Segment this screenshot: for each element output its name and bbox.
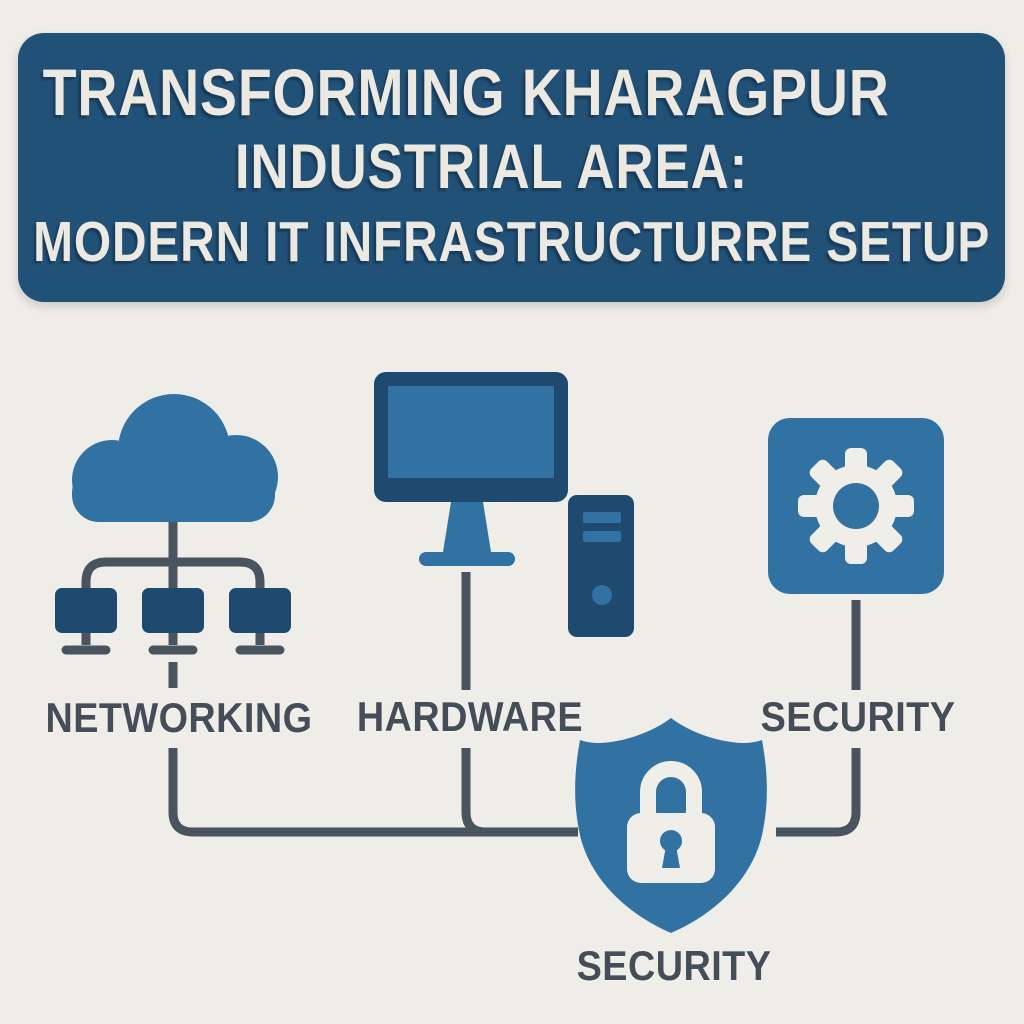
security-hub-label: SECURITY (576, 942, 772, 989)
title-line-1: TRANSFORMING KHARAGPUR (43, 55, 890, 129)
hardware-label: HARDWARE (356, 693, 584, 740)
monitor-screen (388, 386, 554, 478)
security-label: SECURITY (760, 693, 956, 740)
networking-label: NETWORKING (45, 694, 313, 741)
network-node-monitors (55, 588, 291, 633)
cloud-network-icon (55, 394, 291, 633)
keyhole-stem (662, 846, 680, 868)
title-banner: TRANSFORMING KHARAGPUR INDUSTRIAL AREA: … (18, 33, 1005, 302)
padlock-shackle (640, 761, 702, 818)
security-rail-line (776, 748, 861, 837)
title-line-2: INDUSTRIAL AREA: (234, 132, 749, 202)
tower-power-button (592, 585, 612, 605)
pc-tower (568, 495, 634, 637)
network-branch-line (81, 557, 265, 596)
gear-glyph (798, 448, 914, 564)
gear-hole (833, 483, 879, 529)
monitor-stand (443, 502, 491, 552)
desktop-computer-icon (374, 372, 634, 637)
tower-slot-2 (583, 531, 621, 542)
networking-rail-line (168, 748, 578, 837)
padlock-glyph (627, 761, 715, 883)
connector-lines (61, 518, 861, 837)
monitor-base (419, 552, 515, 566)
gear-icon (768, 418, 944, 594)
node-stand-stems (81, 632, 265, 645)
hardware-rail-line (461, 748, 510, 837)
cloud-shape (72, 394, 278, 522)
shield-lock-icon (575, 718, 767, 933)
keyhole-circle (660, 830, 682, 852)
title-line-3: MODERN IT INFRASTRUCTURRE SETUP (32, 210, 991, 274)
tower-slot-1 (583, 512, 621, 523)
